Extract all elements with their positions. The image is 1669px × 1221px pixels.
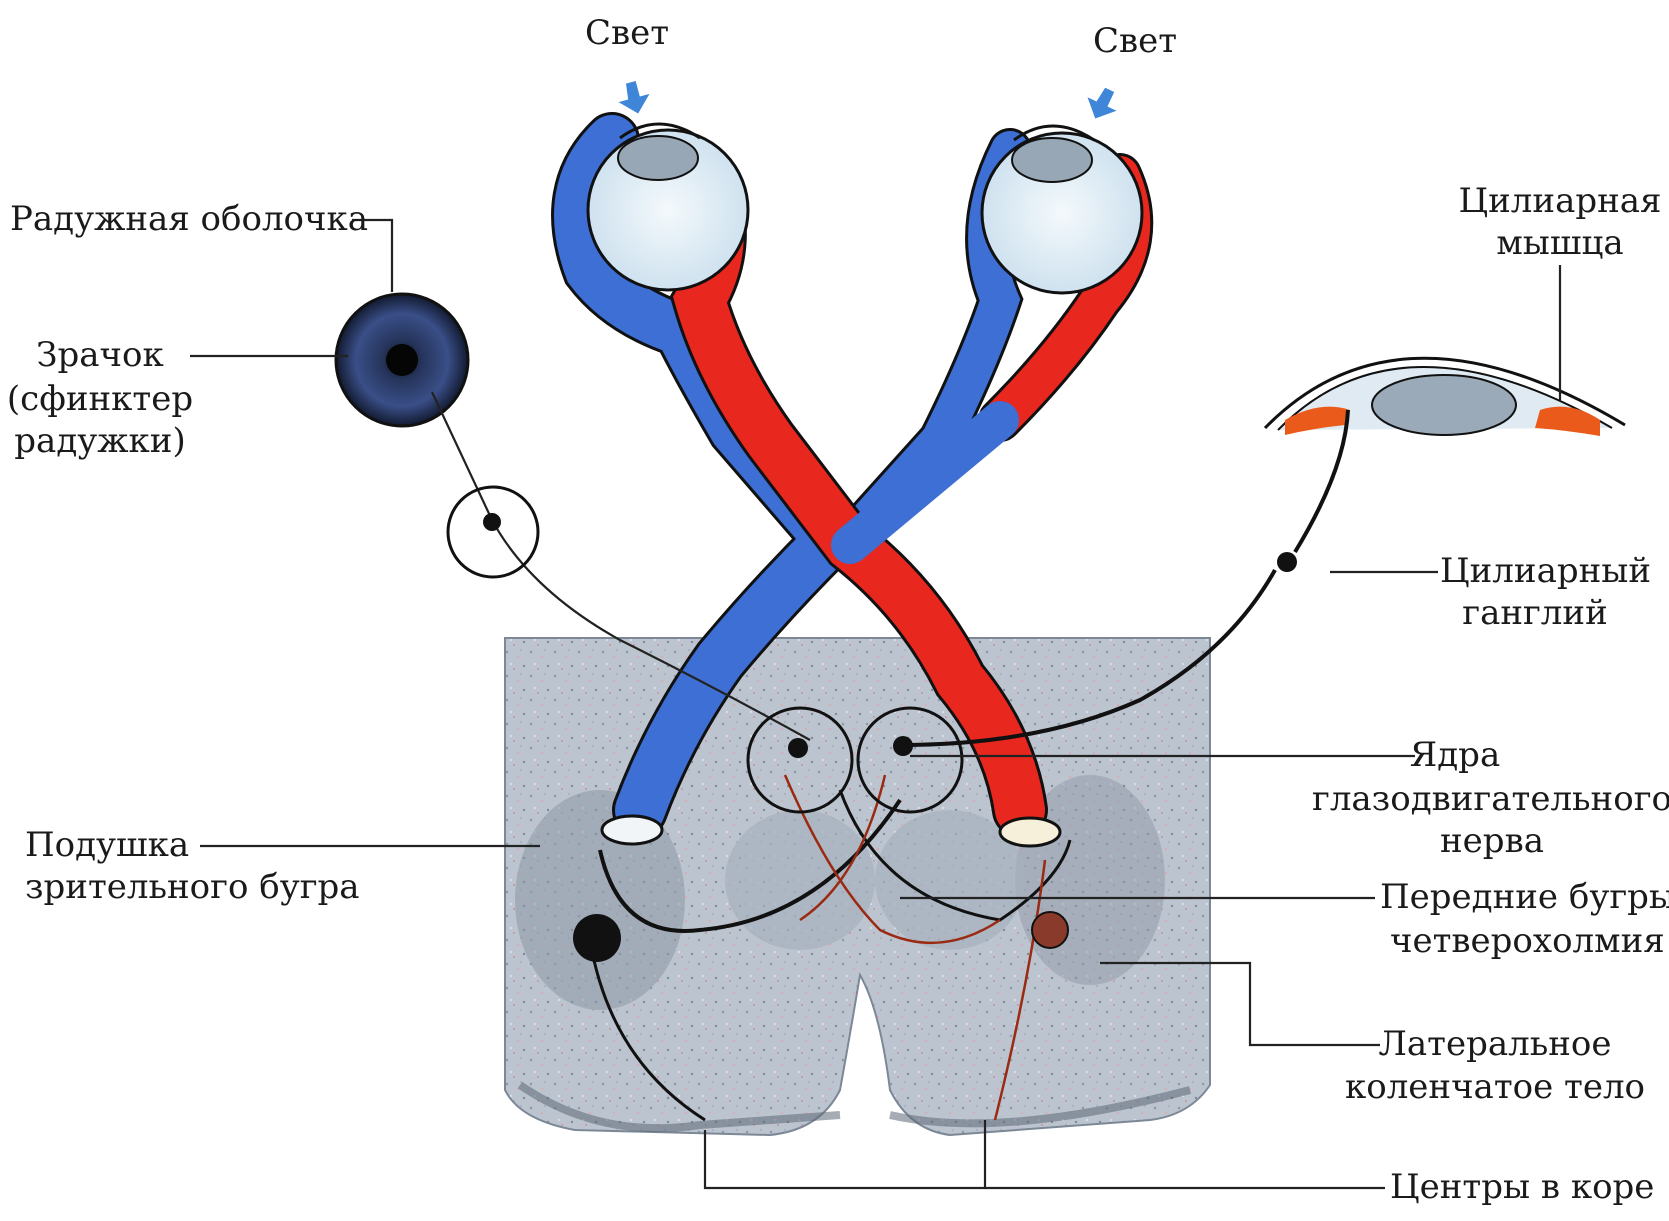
label-ciliary-muscle-2: мышца (1496, 223, 1623, 263)
label-light-right: Свет (1093, 21, 1177, 61)
label-pulvinar-2: зрительного бугра (25, 867, 360, 907)
label-oculomotor-2: глазодвигательного (1312, 779, 1669, 819)
label-oculomotor-3: нерва (1440, 821, 1544, 861)
label-pupil-1: Зрачок (36, 335, 163, 375)
label-iris: Радужная оболочка (10, 199, 368, 239)
light-arrow-left-icon (614, 78, 653, 117)
light-arrow-right-icon (1081, 83, 1124, 126)
label-lgb-1: Латеральное (1379, 1024, 1612, 1064)
label-oculomotor-1: Ядра (1410, 735, 1500, 775)
label-pupil-3: радужки) (14, 421, 185, 461)
label-pulvinar-1: Подушка (25, 825, 189, 865)
ciliary-eye-section (1265, 358, 1625, 436)
label-cortex: Центры в коре (1390, 1167, 1654, 1207)
label-pupil-2: (сфинктер (7, 379, 193, 419)
label-lgb-2: коленчатое тело (1345, 1067, 1645, 1107)
label-ciliary-muscle-1: Цилиарная (1459, 181, 1662, 221)
label-ciliary-ganglion-1: Цилиарный (1440, 551, 1651, 591)
label-colliculi-1: Передние бугры (1380, 877, 1669, 917)
label-light-left: Свет (585, 13, 669, 53)
label-ciliary-ganglion-2: ганглий (1462, 593, 1607, 633)
label-colliculi-2: четверохолмия (1390, 921, 1665, 961)
iris-pupil-icon (336, 294, 468, 426)
